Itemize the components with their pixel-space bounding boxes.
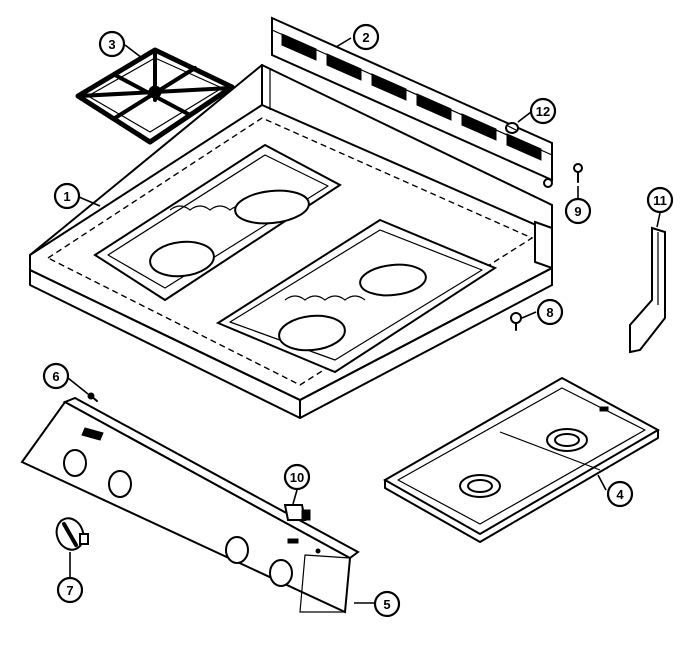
screw-9-part [573, 163, 583, 183]
callout-10: 10 [283, 463, 311, 491]
trim-part [629, 226, 666, 354]
callout-label: 7 [66, 583, 73, 598]
leader-lines [67, 37, 661, 604]
cooktop-part [29, 63, 553, 419]
callout-9: 9 [564, 197, 592, 225]
callout-label: 10 [290, 470, 304, 485]
callout-11: 11 [646, 186, 674, 214]
callout-1: 1 [53, 182, 81, 210]
knob-part [55, 517, 89, 551]
callout-12: 12 [529, 97, 557, 125]
screw-6-part [87, 392, 98, 402]
callout-7: 7 [56, 576, 84, 604]
callout-label: 8 [546, 305, 553, 320]
switch-part [283, 504, 311, 521]
callout-label: 1 [63, 189, 70, 204]
callout-label: 12 [536, 104, 550, 119]
callout-label: 5 [383, 597, 390, 612]
callout-label: 4 [616, 487, 624, 502]
callout-6: 6 [42, 362, 70, 390]
callout-3: 3 [98, 30, 126, 58]
callout-label: 9 [574, 204, 581, 219]
callout-label: 6 [52, 369, 59, 384]
control-panel-part [20, 396, 360, 614]
callout-label: 11 [653, 193, 667, 208]
callout-2: 2 [352, 23, 380, 51]
backguard-part [271, 16, 553, 188]
callout-label: 2 [362, 30, 369, 45]
callout-8: 8 [536, 298, 564, 326]
screw-12-part [505, 122, 519, 134]
backguard-vents [281, 33, 542, 161]
callout-4: 4 [606, 480, 634, 508]
callout-label: 3 [108, 37, 115, 52]
burner-box-part [382, 376, 661, 543]
screw-8-part [510, 312, 522, 331]
right-burner-well [215, 218, 498, 374]
left-burner-well [93, 143, 342, 302]
grate-part [75, 47, 235, 145]
callout-5: 5 [373, 590, 401, 618]
